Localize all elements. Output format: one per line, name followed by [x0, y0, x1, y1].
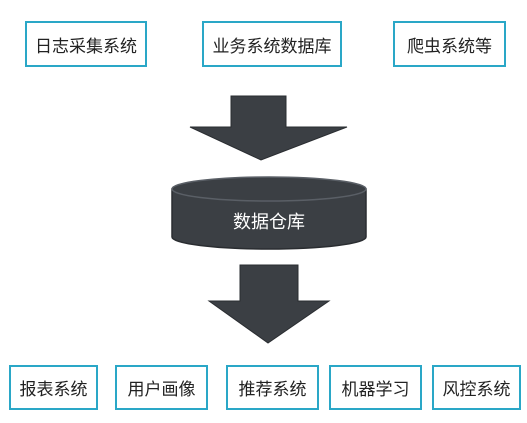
consumer-box-machine-learning: 机器学习: [329, 365, 422, 410]
source-box-log-collection: 日志采集系统: [25, 21, 147, 67]
source-box-label: 日志采集系统: [35, 36, 137, 57]
consumer-box-label: 推荐系统: [238, 380, 307, 400]
consumer-box-reports: 报表系统: [9, 365, 98, 410]
data-warehouse-label: 数据仓库: [233, 212, 305, 233]
consumer-box-risk-control: 风控系统: [432, 365, 521, 410]
consumer-box-label: 用户画像: [127, 380, 196, 400]
source-box-business-database: 业务系统数据库: [202, 21, 342, 67]
consumer-box-label: 机器学习: [341, 380, 410, 400]
source-box-label: 爬虫系统等: [407, 36, 492, 57]
inflow-arrow: [189, 95, 348, 161]
consumer-box-user-profile: 用户画像: [115, 365, 208, 410]
consumer-box-label: 报表系统: [19, 380, 88, 400]
source-box-crawler: 爬虫系统等: [393, 21, 506, 67]
outflow-arrow: [207, 264, 331, 344]
consumer-box-recommendation: 推荐系统: [226, 365, 319, 410]
consumer-box-label: 风控系统: [442, 380, 511, 400]
source-box-label: 业务系统数据库: [212, 36, 332, 57]
data-warehouse-cylinder: 数据仓库: [171, 176, 367, 250]
